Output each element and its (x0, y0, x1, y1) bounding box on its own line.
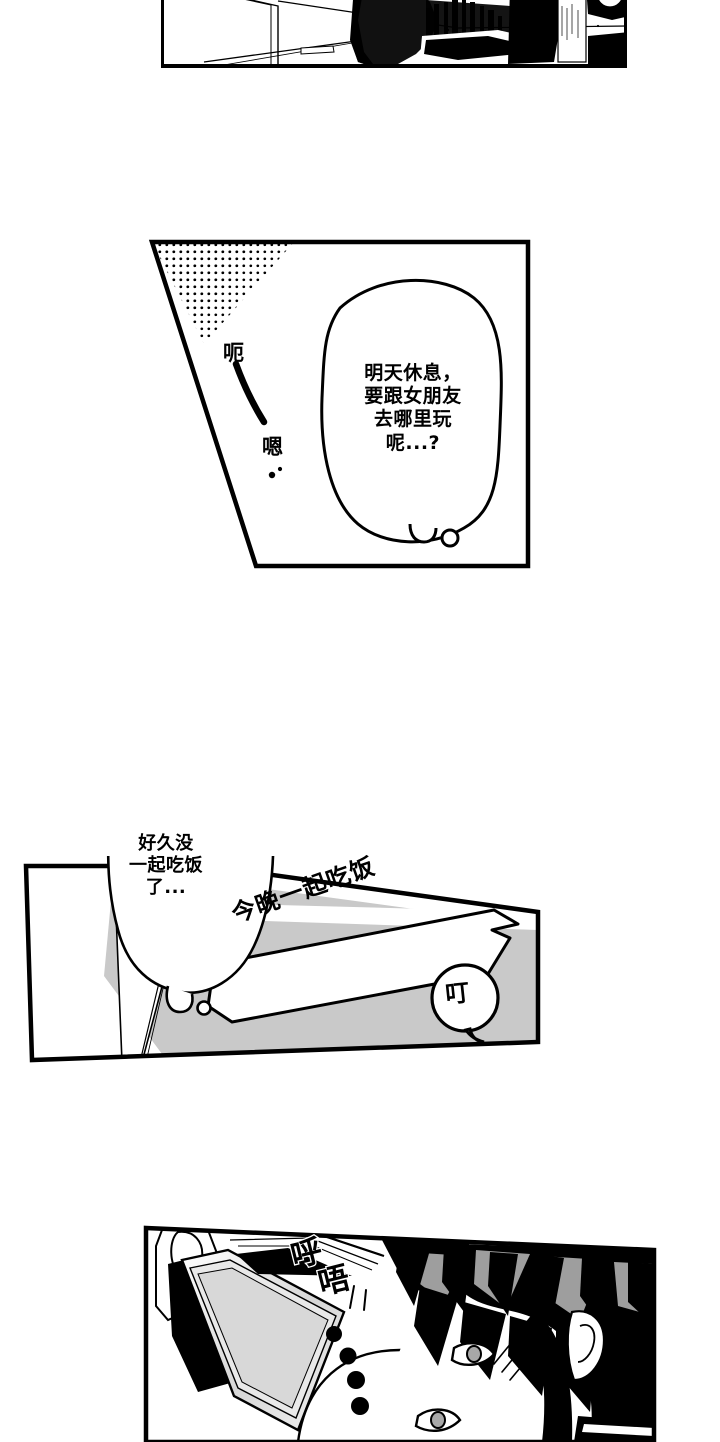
panel2-mutter-1: 呃 (223, 341, 244, 365)
panel-3 (18, 856, 546, 1074)
panel2-mutter-2: 嗯 (262, 435, 283, 459)
bubble-line: 去哪里玩 (373, 408, 452, 431)
panel2-thought-bubble-text: 明天休息，要跟女朋友去哪里玩呢...? (335, 362, 491, 455)
panel-2 (144, 236, 536, 572)
panel3-notification-sound-text: 叮 (444, 978, 471, 1009)
bubble-line: 好久没 (138, 833, 194, 854)
panel-4 (138, 1216, 662, 1442)
bubble-line: 要跟女朋友 (364, 385, 462, 408)
bubble-line: 了... (145, 876, 187, 898)
panel-1 (158, 0, 630, 74)
bubble-line: 一起吃饭 (129, 854, 203, 876)
bubble-line: 呢...? (385, 431, 441, 454)
panel3-thought-bubble-text: 好久没一起吃饭了... (104, 833, 228, 899)
bubble-line: 明天休息， (364, 362, 462, 384)
